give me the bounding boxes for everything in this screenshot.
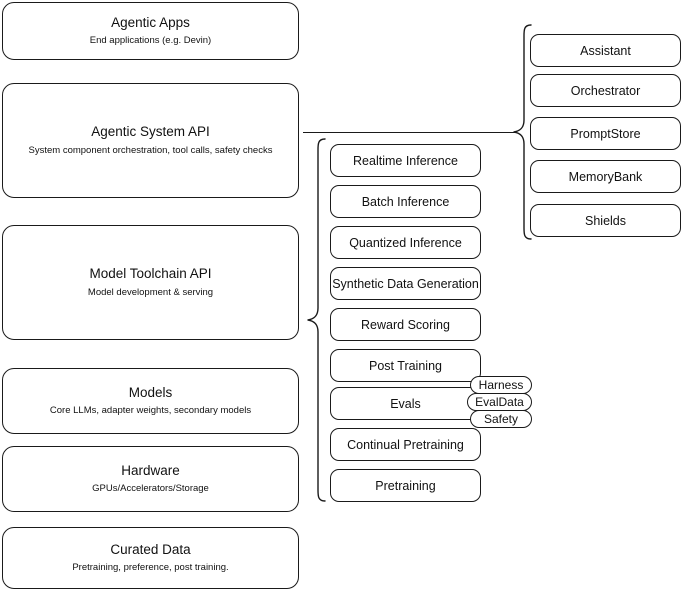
toolchain-item-label: Quantized Inference bbox=[349, 235, 462, 250]
layer-subtitle: System component orchestration, tool cal… bbox=[28, 144, 273, 156]
toolchain-item-reward-scoring[interactable]: Reward Scoring bbox=[330, 308, 481, 341]
layer-subtitle: Model development & serving bbox=[87, 286, 214, 298]
toolchain-item-label: Realtime Inference bbox=[353, 153, 458, 168]
layer-agentic-system-api[interactable]: Agentic System API System component orch… bbox=[2, 83, 299, 198]
layer-title: Hardware bbox=[121, 462, 180, 478]
toolchain-item-batch-inference[interactable]: Batch Inference bbox=[330, 185, 481, 218]
toolchain-item-pretraining[interactable]: Pretraining bbox=[330, 469, 481, 502]
layer-title: Curated Data bbox=[110, 541, 191, 557]
toolchain-item-continual-pretraining[interactable]: Continual Pretraining bbox=[330, 428, 481, 461]
layer-subtitle: Pretraining, preference, post training. bbox=[72, 562, 229, 574]
brace-agentic-components bbox=[512, 24, 532, 246]
agentic-item-memorybank[interactable]: MemoryBank bbox=[530, 160, 681, 193]
evals-tag-harness[interactable]: Harness bbox=[470, 376, 532, 394]
evals-tag-evaldata[interactable]: EvalData bbox=[467, 393, 532, 411]
agentic-item-label: MemoryBank bbox=[568, 169, 643, 184]
toolchain-item-label: Reward Scoring bbox=[361, 317, 450, 332]
toolchain-item-label: Batch Inference bbox=[361, 194, 450, 209]
layer-title: Agentic Apps bbox=[111, 14, 190, 30]
toolchain-item-label: Continual Pretraining bbox=[347, 437, 464, 452]
evals-tag-safety[interactable]: Safety bbox=[470, 410, 532, 428]
layer-subtitle: Core LLMs, adapter weights, secondary mo… bbox=[49, 405, 252, 417]
layer-subtitle: GPUs/Accelerators/Storage bbox=[92, 483, 209, 495]
agentic-item-orchestrator[interactable]: Orchestrator bbox=[530, 74, 681, 107]
toolchain-item-label: Pretraining bbox=[375, 478, 436, 493]
layer-agentic-apps[interactable]: Agentic Apps End applications (e.g. Devi… bbox=[2, 2, 299, 60]
agentic-item-promptstore[interactable]: PromptStore bbox=[530, 117, 681, 150]
evals-tag-label: Safety bbox=[483, 412, 519, 426]
toolchain-item-evals[interactable]: Evals bbox=[330, 387, 481, 420]
agentic-item-label: PromptStore bbox=[570, 126, 641, 141]
layer-title: Agentic System API bbox=[91, 124, 210, 140]
connector-line-agentic-system bbox=[303, 132, 515, 134]
agentic-item-label: Shields bbox=[585, 213, 626, 228]
layer-title: Model Toolchain API bbox=[89, 266, 212, 282]
toolchain-item-label: Synthetic Data Generation bbox=[332, 276, 479, 291]
agentic-item-label: Orchestrator bbox=[570, 83, 641, 98]
evals-tag-label: EvalData bbox=[475, 395, 524, 409]
toolchain-item-synthetic-data-generation[interactable]: Synthetic Data Generation bbox=[330, 267, 481, 300]
layer-subtitle: End applications (e.g. Devin) bbox=[89, 35, 212, 47]
layer-hardware[interactable]: Hardware GPUs/Accelerators/Storage bbox=[2, 446, 299, 512]
layer-title: Models bbox=[128, 384, 173, 400]
layer-model-toolchain-api[interactable]: Model Toolchain API Model development & … bbox=[2, 225, 299, 340]
toolchain-item-label: Evals bbox=[390, 396, 421, 411]
agentic-item-label: Assistant bbox=[580, 43, 631, 58]
brace-toolchain bbox=[306, 138, 326, 512]
layer-models[interactable]: Models Core LLMs, adapter weights, secon… bbox=[2, 368, 299, 434]
toolchain-item-quantized-inference[interactable]: Quantized Inference bbox=[330, 226, 481, 259]
layer-curated-data[interactable]: Curated Data Pretraining, preference, po… bbox=[2, 527, 299, 589]
agentic-item-assistant[interactable]: Assistant bbox=[530, 34, 681, 67]
toolchain-item-realtime-inference[interactable]: Realtime Inference bbox=[330, 144, 481, 177]
toolchain-item-label: Post Training bbox=[369, 358, 442, 373]
toolchain-item-post-training[interactable]: Post Training bbox=[330, 349, 481, 382]
evals-tag-label: Harness bbox=[478, 378, 524, 392]
agentic-item-shields[interactable]: Shields bbox=[530, 204, 681, 237]
